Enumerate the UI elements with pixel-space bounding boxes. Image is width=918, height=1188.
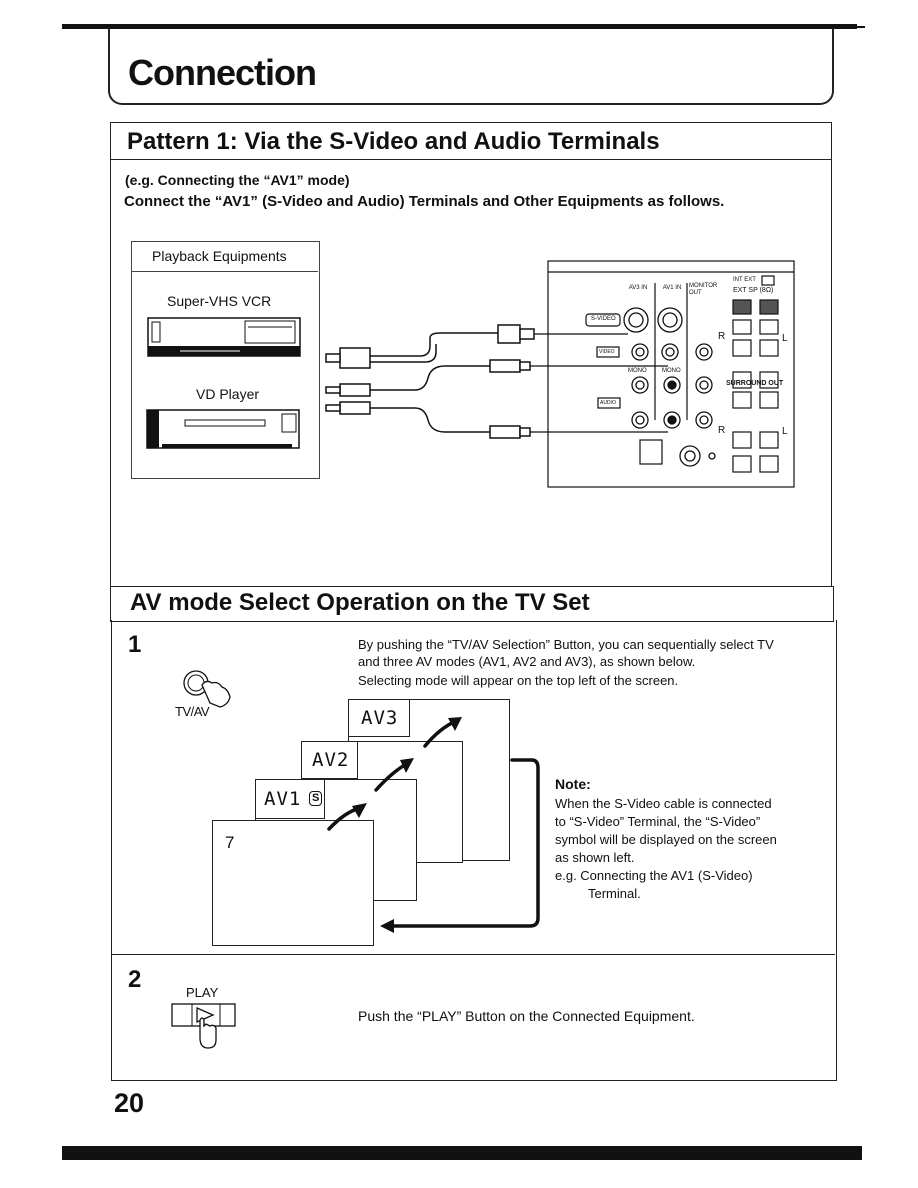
equipment-box-header xyxy=(131,241,318,272)
screen-av1-label: AV1 xyxy=(264,788,302,810)
connection-diagram xyxy=(146,260,795,488)
play-button-icon xyxy=(171,1003,236,1049)
cables xyxy=(370,332,498,433)
tv-label-int-ext: INT EXT xyxy=(733,277,756,283)
mode-cycle-arrows xyxy=(327,717,540,933)
tv-label-l1: L xyxy=(782,333,788,344)
tv-label-mono-left: MONO xyxy=(628,368,647,374)
pattern1-header xyxy=(110,122,832,160)
tv-label-l2: L xyxy=(782,426,788,437)
note-line-6: Terminal. xyxy=(588,886,641,901)
tv-label-video: VIDEO xyxy=(599,349,615,355)
tv-label-audio: AUDIO xyxy=(600,400,616,406)
step1-number: 1 xyxy=(128,631,142,658)
vd-player-device-icon xyxy=(146,409,300,449)
tv-label-mono-mid: MONO xyxy=(662,368,681,374)
pattern1-panel xyxy=(110,158,832,586)
screen-tv: 7 xyxy=(212,820,374,946)
screen-av2-label: AV2 xyxy=(312,749,350,771)
bottom-rule xyxy=(62,1146,862,1160)
screen-av3-tab xyxy=(349,700,410,737)
play-button-label: PLAY xyxy=(186,985,219,1000)
av-mode-header xyxy=(110,586,834,622)
note-line-2: to “S-Video” Terminal, the “S-Video” xyxy=(555,814,761,829)
screen-tv-channel: 7 xyxy=(225,833,235,852)
tv-label-r1: R xyxy=(718,331,726,342)
tv-av-button-label: TV/AV xyxy=(175,704,210,719)
pattern1-instruction: Connect the “AV1” (S-Video and Audio) Te… xyxy=(124,193,725,210)
device-vcr-label: Super-VHS VCR xyxy=(167,293,272,309)
cable-plugs-right xyxy=(489,324,535,439)
screen-av2-tab xyxy=(302,742,358,779)
tv-label-ext-sp: EXT SP (8Ω) xyxy=(733,287,774,294)
tv-label-surround-out: SURROUND OUT xyxy=(726,380,784,387)
note-line-1: When the S-Video cable is connected xyxy=(555,796,772,811)
equipment-box xyxy=(131,241,320,479)
tv-av-button-icon xyxy=(183,670,231,708)
step2-number: 2 xyxy=(128,966,142,993)
pattern1-subtitle: (e.g. Connecting the “AV1” mode) xyxy=(125,172,350,188)
tv-label-av3-in: AV3 IN xyxy=(628,285,648,291)
step1-description: By pushing the “TV/AV Selection” Button,… xyxy=(358,637,774,669)
screen-av3-label: AV3 xyxy=(361,707,399,729)
cable-plugs-left xyxy=(325,347,371,415)
title-frame xyxy=(108,29,834,105)
tv-back-panel xyxy=(547,260,795,488)
av-mode-panel xyxy=(111,620,837,1081)
tv-label-s-video: S-VIDEO xyxy=(591,316,616,322)
tv-terminals xyxy=(623,307,716,467)
note-title: Note: xyxy=(555,776,591,792)
tv-label-monitor-out: MONITOR OUT xyxy=(689,283,718,296)
equipment-box-title: Playback Equipments xyxy=(152,248,287,264)
vcr-device-icon xyxy=(147,317,301,357)
step-divider xyxy=(111,954,835,955)
note-line-4: as shown left. xyxy=(555,850,635,865)
step1-description2: Selecting mode will appear on the top le… xyxy=(358,673,679,688)
tv-small-boxes xyxy=(585,313,663,465)
av-mode-title: AV mode Select Operation on the TV Set xyxy=(130,589,590,616)
return-arrow xyxy=(390,758,540,928)
tv-label-av1-in: AV1 IN xyxy=(662,285,682,291)
s-video-symbol: S xyxy=(309,791,323,806)
note-line-5: e.g. Connecting the AV1 (S-Video) xyxy=(555,868,753,883)
arrow-to-av2 xyxy=(374,761,410,792)
arrow-to-av3 xyxy=(423,719,458,748)
tv-label-r2: R xyxy=(718,425,726,436)
top-rule-tail xyxy=(857,26,865,28)
cable-lines-to-tv xyxy=(530,333,668,433)
step2-description: Push the “PLAY” Button on the Connected … xyxy=(358,1008,695,1024)
page-number: 20 xyxy=(114,1088,145,1118)
note-line-3: symbol will be displayed on the screen xyxy=(555,832,777,847)
speaker-terminals xyxy=(732,275,779,473)
top-rule xyxy=(62,24,857,29)
pattern1-title: Pattern 1: Via the S-Video and Audio Ter… xyxy=(127,128,660,155)
screen-av1-tab xyxy=(256,780,325,819)
device-vd-label: VD Player xyxy=(196,386,260,402)
page-title: Connection xyxy=(128,52,317,93)
